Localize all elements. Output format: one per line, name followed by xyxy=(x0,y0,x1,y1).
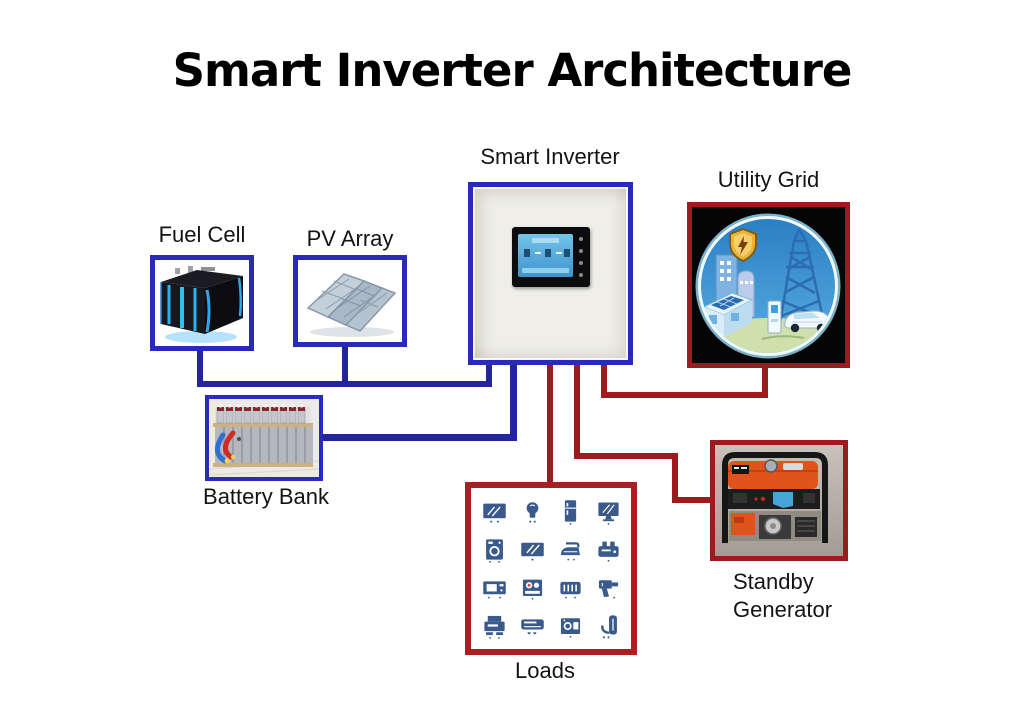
generator-icon xyxy=(715,445,843,556)
battery-bank-label: Battery Bank xyxy=(203,484,329,509)
load-icon-desktop-computer xyxy=(592,494,624,528)
inverter-button-1 xyxy=(579,237,583,241)
lcd-icon-2 xyxy=(535,252,541,254)
load-icon-television xyxy=(516,532,548,566)
smart-inverter-label: Smart Inverter xyxy=(480,144,620,169)
wire-grid-riser xyxy=(762,366,768,398)
lcd-icon-3 xyxy=(545,249,551,257)
loads-label: Loads xyxy=(515,658,575,683)
load-icon-tv xyxy=(478,494,510,528)
page-title: Smart Inverter Architecture xyxy=(172,44,853,97)
wire-grid-drop xyxy=(601,363,607,398)
wire-generator-drop xyxy=(574,363,580,459)
fuel-cell-label: Fuel Cell xyxy=(158,222,246,247)
smart-inverter-node xyxy=(468,182,633,365)
lcd-status-bar xyxy=(532,238,559,243)
load-icon-stove xyxy=(516,571,548,605)
battery-bank-node xyxy=(205,395,323,481)
lcd-menu-bar xyxy=(522,268,569,273)
utility-grid-label: Utility Grid xyxy=(717,167,820,192)
wire-generator-run xyxy=(574,453,678,459)
wire-dc-bus xyxy=(197,381,492,387)
pv-array-label: PV Array xyxy=(306,226,394,251)
lcd-icon-4 xyxy=(556,252,562,254)
load-icon-iron xyxy=(554,532,586,566)
load-icon-refrigerator xyxy=(554,494,586,528)
loads-node xyxy=(465,482,637,655)
lcd-icon-1 xyxy=(524,249,530,257)
pv-array-node xyxy=(293,255,407,347)
lcd-icon-5 xyxy=(564,249,570,257)
standby-generator-label-line2: Generator xyxy=(733,597,833,622)
wire-loads-drop xyxy=(547,363,553,485)
inverter-housing xyxy=(473,187,628,360)
wire-battery-bus xyxy=(318,434,517,441)
fuel-cell-icon xyxy=(155,260,249,346)
wire-generator-drop2 xyxy=(672,453,678,503)
battery-bank-icon xyxy=(209,399,319,477)
inverter-lcd-screen xyxy=(518,234,573,277)
load-icon-oven xyxy=(554,609,586,643)
fuel-cell-node xyxy=(150,255,254,351)
standby-generator-label-line1: Standby xyxy=(733,569,814,594)
wire-fuelcell-stub xyxy=(197,349,203,387)
wire-generator-entry xyxy=(672,497,712,503)
inverter-button-2 xyxy=(579,249,583,253)
load-icon-water-heater xyxy=(592,609,624,643)
utility-grid-node xyxy=(687,202,850,368)
wire-grid-run xyxy=(601,392,768,398)
load-icon-lightbulb xyxy=(516,494,548,528)
load-icon-toaster xyxy=(592,532,624,566)
load-icon-air-conditioner xyxy=(516,609,548,643)
load-icon-microwave xyxy=(478,571,510,605)
standby-generator-label: Standby Generator xyxy=(733,568,873,624)
standby-generator-node xyxy=(710,440,848,561)
load-icon-printer xyxy=(478,609,510,643)
inverter-display xyxy=(512,227,590,287)
inverter-button-4 xyxy=(579,273,583,277)
loads-icon-grid xyxy=(475,492,627,645)
wire-battery-riser xyxy=(510,363,517,441)
utility-grid-icon xyxy=(692,207,845,363)
wire-dc-bus-riser xyxy=(486,363,492,387)
load-icon-hair-dryer xyxy=(592,571,624,605)
inverter-button-3 xyxy=(579,261,583,265)
load-icon-heater xyxy=(554,571,586,605)
wire-pvarray-stub xyxy=(342,345,348,387)
load-icon-washing-machine xyxy=(478,532,510,566)
pv-array-icon xyxy=(298,260,402,342)
